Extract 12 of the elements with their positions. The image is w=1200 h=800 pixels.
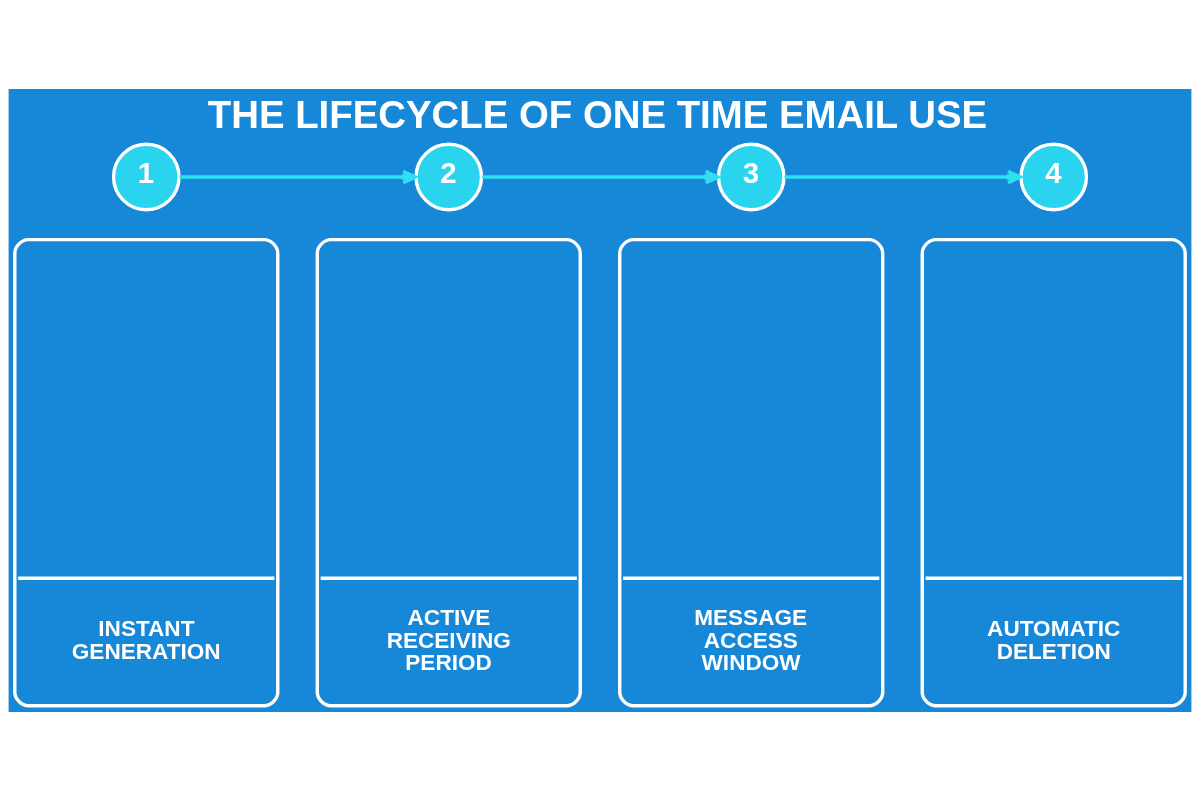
node-circle: 1 (111, 142, 181, 211)
node-circle: 3 (716, 142, 786, 211)
node-box: MESSAGE ACCESS WINDOW (618, 237, 885, 707)
arrow (784, 169, 1023, 184)
node-box: ACTIVE RECEIVING PERIOD (315, 237, 582, 707)
node-box: INSTANT GENERATION (13, 237, 280, 707)
node-circle: 4 (1019, 142, 1089, 211)
arrow (482, 169, 720, 184)
arrow (179, 169, 418, 184)
node-box: AUTOMATIC DELETION (920, 237, 1187, 707)
node-circle: 2 (414, 142, 484, 211)
diagram-title: THE LIFECYCLE OF ONE TIME EMAIL USE (207, 92, 988, 136)
